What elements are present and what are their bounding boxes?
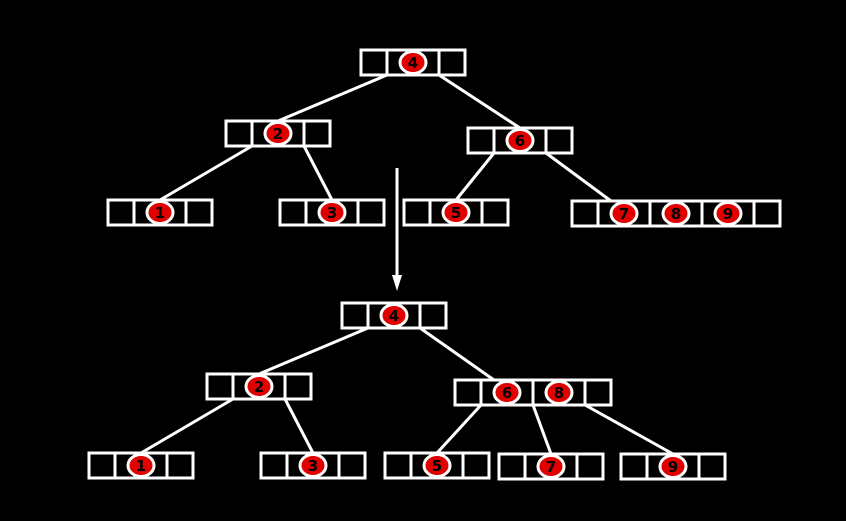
tree-key-label: 6 [502, 384, 512, 402]
tree-node: 2 [205, 372, 313, 401]
tree-edge [419, 326, 495, 382]
tree-edge [454, 152, 496, 201]
tree-key-label: 7 [546, 458, 556, 476]
tree-node: 7 [497, 452, 605, 481]
tree-key: 1 [145, 200, 175, 225]
transition-arrow-icon [392, 168, 402, 291]
tree-edge [258, 326, 369, 376]
tree-key-label: 4 [389, 307, 399, 325]
tree-key-label: 5 [432, 457, 442, 475]
tree-key: 6 [505, 128, 535, 153]
tree-edge [283, 398, 315, 454]
tree-edge [435, 403, 483, 455]
tree-key: 3 [298, 453, 328, 478]
tree-node: 5 [402, 198, 510, 227]
tree-node: 6 [466, 126, 574, 155]
tree-key: 4 [379, 303, 409, 328]
tree-edge [302, 145, 334, 201]
tree-key-label: 1 [155, 204, 165, 222]
tree-key-label: 9 [723, 205, 733, 223]
tree-key-label: 3 [308, 457, 318, 475]
tree-key: 7 [536, 454, 566, 479]
tree-key-label: 6 [515, 132, 525, 150]
tree-edge [438, 73, 521, 130]
tree-edge [277, 73, 388, 123]
tree-node: 7 8 9 [570, 199, 782, 228]
tree-node: 4 [359, 48, 467, 77]
tree-key: 8 [661, 201, 691, 226]
tree-node: 3 [259, 451, 367, 480]
tree-edge [140, 397, 234, 455]
tree-key-label: 3 [327, 204, 337, 222]
tree-key: 6 [492, 380, 522, 405]
tree-node: 4 [340, 301, 448, 330]
tree-key-label: 4 [408, 54, 418, 72]
tree-key-label: 5 [451, 204, 461, 222]
tree-key: 8 [544, 380, 574, 405]
tree-key: 7 [609, 201, 639, 226]
tree-key-label: 8 [554, 384, 564, 402]
tree-key-label: 2 [273, 125, 283, 143]
tree-node: 1 [87, 451, 195, 480]
tree-edge [531, 404, 553, 455]
tree-node: 3 [278, 198, 386, 227]
tree-key: 2 [263, 121, 293, 146]
tree-key-label: 8 [671, 205, 681, 223]
tree-edge [159, 144, 253, 202]
tree-edge [545, 151, 612, 203]
tree-key-label: 1 [136, 457, 146, 475]
tree-key: 5 [441, 200, 471, 225]
tree-key-label: 9 [668, 458, 678, 476]
tree-node: 2 [224, 119, 332, 148]
tree-key-label: 7 [619, 205, 629, 223]
tree-node: 9 [619, 452, 727, 481]
tree-key: 5 [422, 453, 452, 478]
tree-key: 4 [398, 50, 428, 75]
tree-key-label: 2 [254, 378, 264, 396]
tree-key: 1 [126, 453, 156, 478]
tree-node: 1 [106, 198, 214, 227]
tree-edge [584, 403, 674, 456]
tree-key: 3 [317, 200, 347, 225]
tree-node: 5 [383, 451, 491, 480]
tree-key: 9 [713, 201, 743, 226]
tree-key: 2 [244, 374, 274, 399]
tree-key: 9 [658, 454, 688, 479]
